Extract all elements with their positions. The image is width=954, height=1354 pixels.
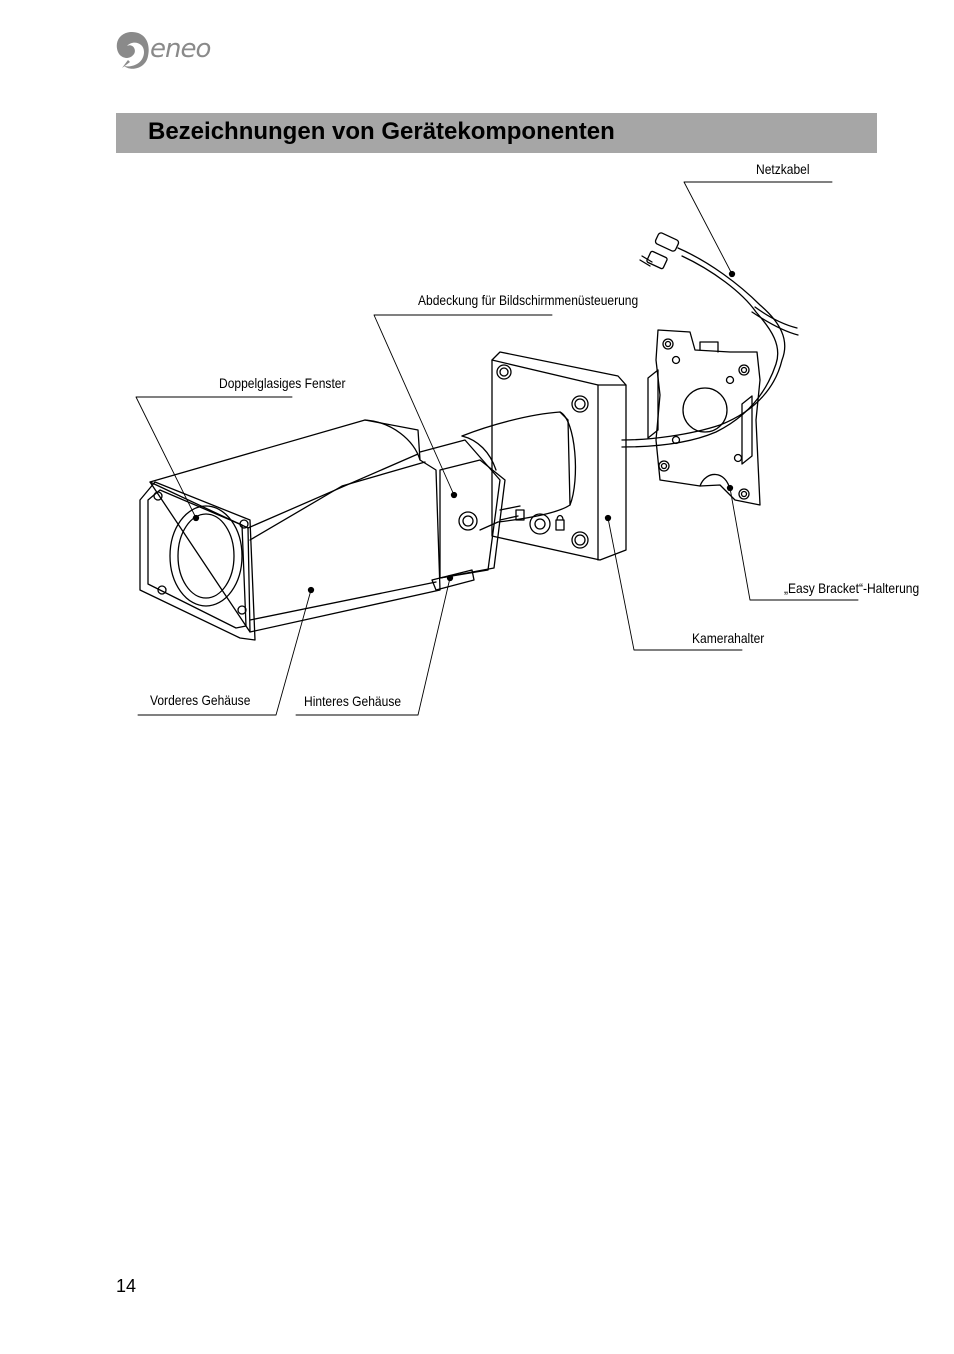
brand-logo: eneo [112, 28, 222, 74]
label-kamerahalter: Kamerahalter [692, 630, 765, 646]
page-number: 14 [116, 1276, 137, 1296]
label-hinteres-gehaeuse: Hinteres Gehäuse [304, 693, 402, 709]
title-bar: Bezeichnungen von Gerätekomponenten [116, 113, 877, 153]
label-easy-bracket: „Easy Bracket“-Halterung [784, 580, 920, 596]
camera-holder [491, 351, 627, 561]
eneo-swirl-logo-icon [116, 32, 149, 69]
power-cable [621, 232, 799, 448]
camera-diagram: Netzkabel Abdeckung für Bildschirmmenüst… [0, 155, 954, 730]
page-title: Bezeichnungen von Gerätekomponenten [148, 118, 615, 145]
easy-bracket [647, 329, 761, 506]
logo-wordmark: eneo [150, 34, 211, 64]
label-netzkabel: Netzkabel [756, 161, 810, 177]
camera-body [139, 270, 736, 641]
label-abdeckung: Abdeckung für Bildschirmmenüsteuerung [418, 292, 639, 308]
camera-drawing [135, 181, 859, 716]
label-doppelglasiges-fenster: Doppelglasiges Fenster [219, 375, 346, 391]
camera-neck [461, 411, 577, 531]
label-vorderes-gehaeuse: Vorderes Gehäuse [150, 692, 251, 708]
leader-lines [135, 181, 859, 716]
